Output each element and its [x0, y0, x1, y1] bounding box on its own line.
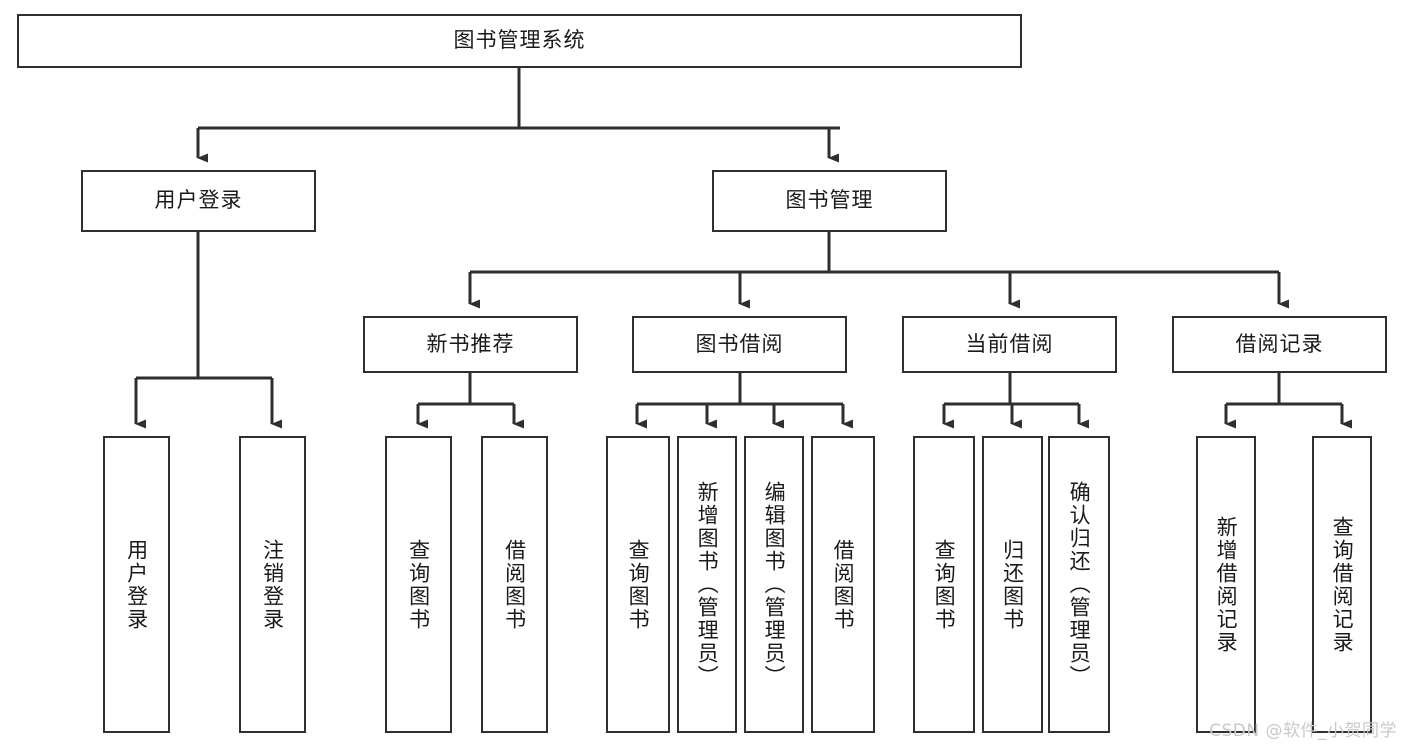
node-root-system[interactable]: 图书管理系统: [17, 14, 1022, 68]
leaf-user-login-login[interactable]: 用户登录: [103, 436, 170, 733]
node-label: 图书管理系统: [453, 28, 586, 53]
node-label: 查询图书: [932, 538, 957, 631]
leaf-book-borrow-edit[interactable]: 编辑图书（管理员）: [744, 436, 804, 733]
leaf-user-login-logout[interactable]: 注销登录: [239, 436, 306, 733]
node-label: 用户登录: [124, 538, 149, 631]
leaf-book-borrow-add[interactable]: 新增图书（管理员）: [677, 436, 737, 733]
node-label: 借阅记录: [1235, 331, 1324, 356]
leaf-borrow-record-query[interactable]: 查询借阅记录: [1312, 436, 1372, 733]
node-book-borrow[interactable]: 图书借阅: [632, 316, 847, 373]
leaf-new-book-query[interactable]: 查询图书: [385, 436, 452, 733]
node-label: 编辑图书（管理员）: [762, 481, 787, 688]
node-label: 查询图书: [406, 538, 431, 631]
node-label: 用户登录: [154, 188, 243, 213]
node-new-book-recommend[interactable]: 新书推荐: [363, 316, 578, 373]
node-label: 归还图书: [1000, 538, 1025, 631]
node-user-login[interactable]: 用户登录: [81, 170, 316, 232]
node-label: 新增借阅记录: [1214, 515, 1239, 654]
leaf-current-borrow-query[interactable]: 查询图书: [913, 436, 975, 733]
node-label: 借阅图书: [831, 538, 856, 631]
node-label: 图书借阅: [695, 331, 784, 356]
node-label: 注销登录: [260, 538, 285, 631]
node-label: 确认归还（管理员）: [1067, 481, 1092, 688]
csdn-watermark: CSDN @软件_小贺同学: [1209, 721, 1397, 741]
node-label: 当前借阅: [965, 331, 1054, 356]
node-label: 查询借阅记录: [1330, 515, 1355, 654]
leaf-book-borrow-borrow[interactable]: 借阅图书: [811, 436, 875, 733]
node-label: 新书推荐: [426, 331, 515, 356]
leaf-current-borrow-return[interactable]: 归还图书: [982, 436, 1043, 733]
node-borrow-record[interactable]: 借阅记录: [1172, 316, 1387, 373]
leaf-book-borrow-query[interactable]: 查询图书: [606, 436, 670, 733]
node-label: 借阅图书: [502, 538, 527, 631]
node-label: 新增图书（管理员）: [695, 481, 720, 688]
node-label: 查询图书: [626, 538, 651, 631]
node-book-management[interactable]: 图书管理: [712, 170, 947, 232]
node-current-borrow[interactable]: 当前借阅: [902, 316, 1117, 373]
leaf-new-book-borrow[interactable]: 借阅图书: [481, 436, 548, 733]
leaf-borrow-record-add[interactable]: 新增借阅记录: [1196, 436, 1256, 733]
node-label: 图书管理: [785, 188, 874, 213]
leaf-current-borrow-confirm[interactable]: 确认归还（管理员）: [1048, 436, 1110, 733]
